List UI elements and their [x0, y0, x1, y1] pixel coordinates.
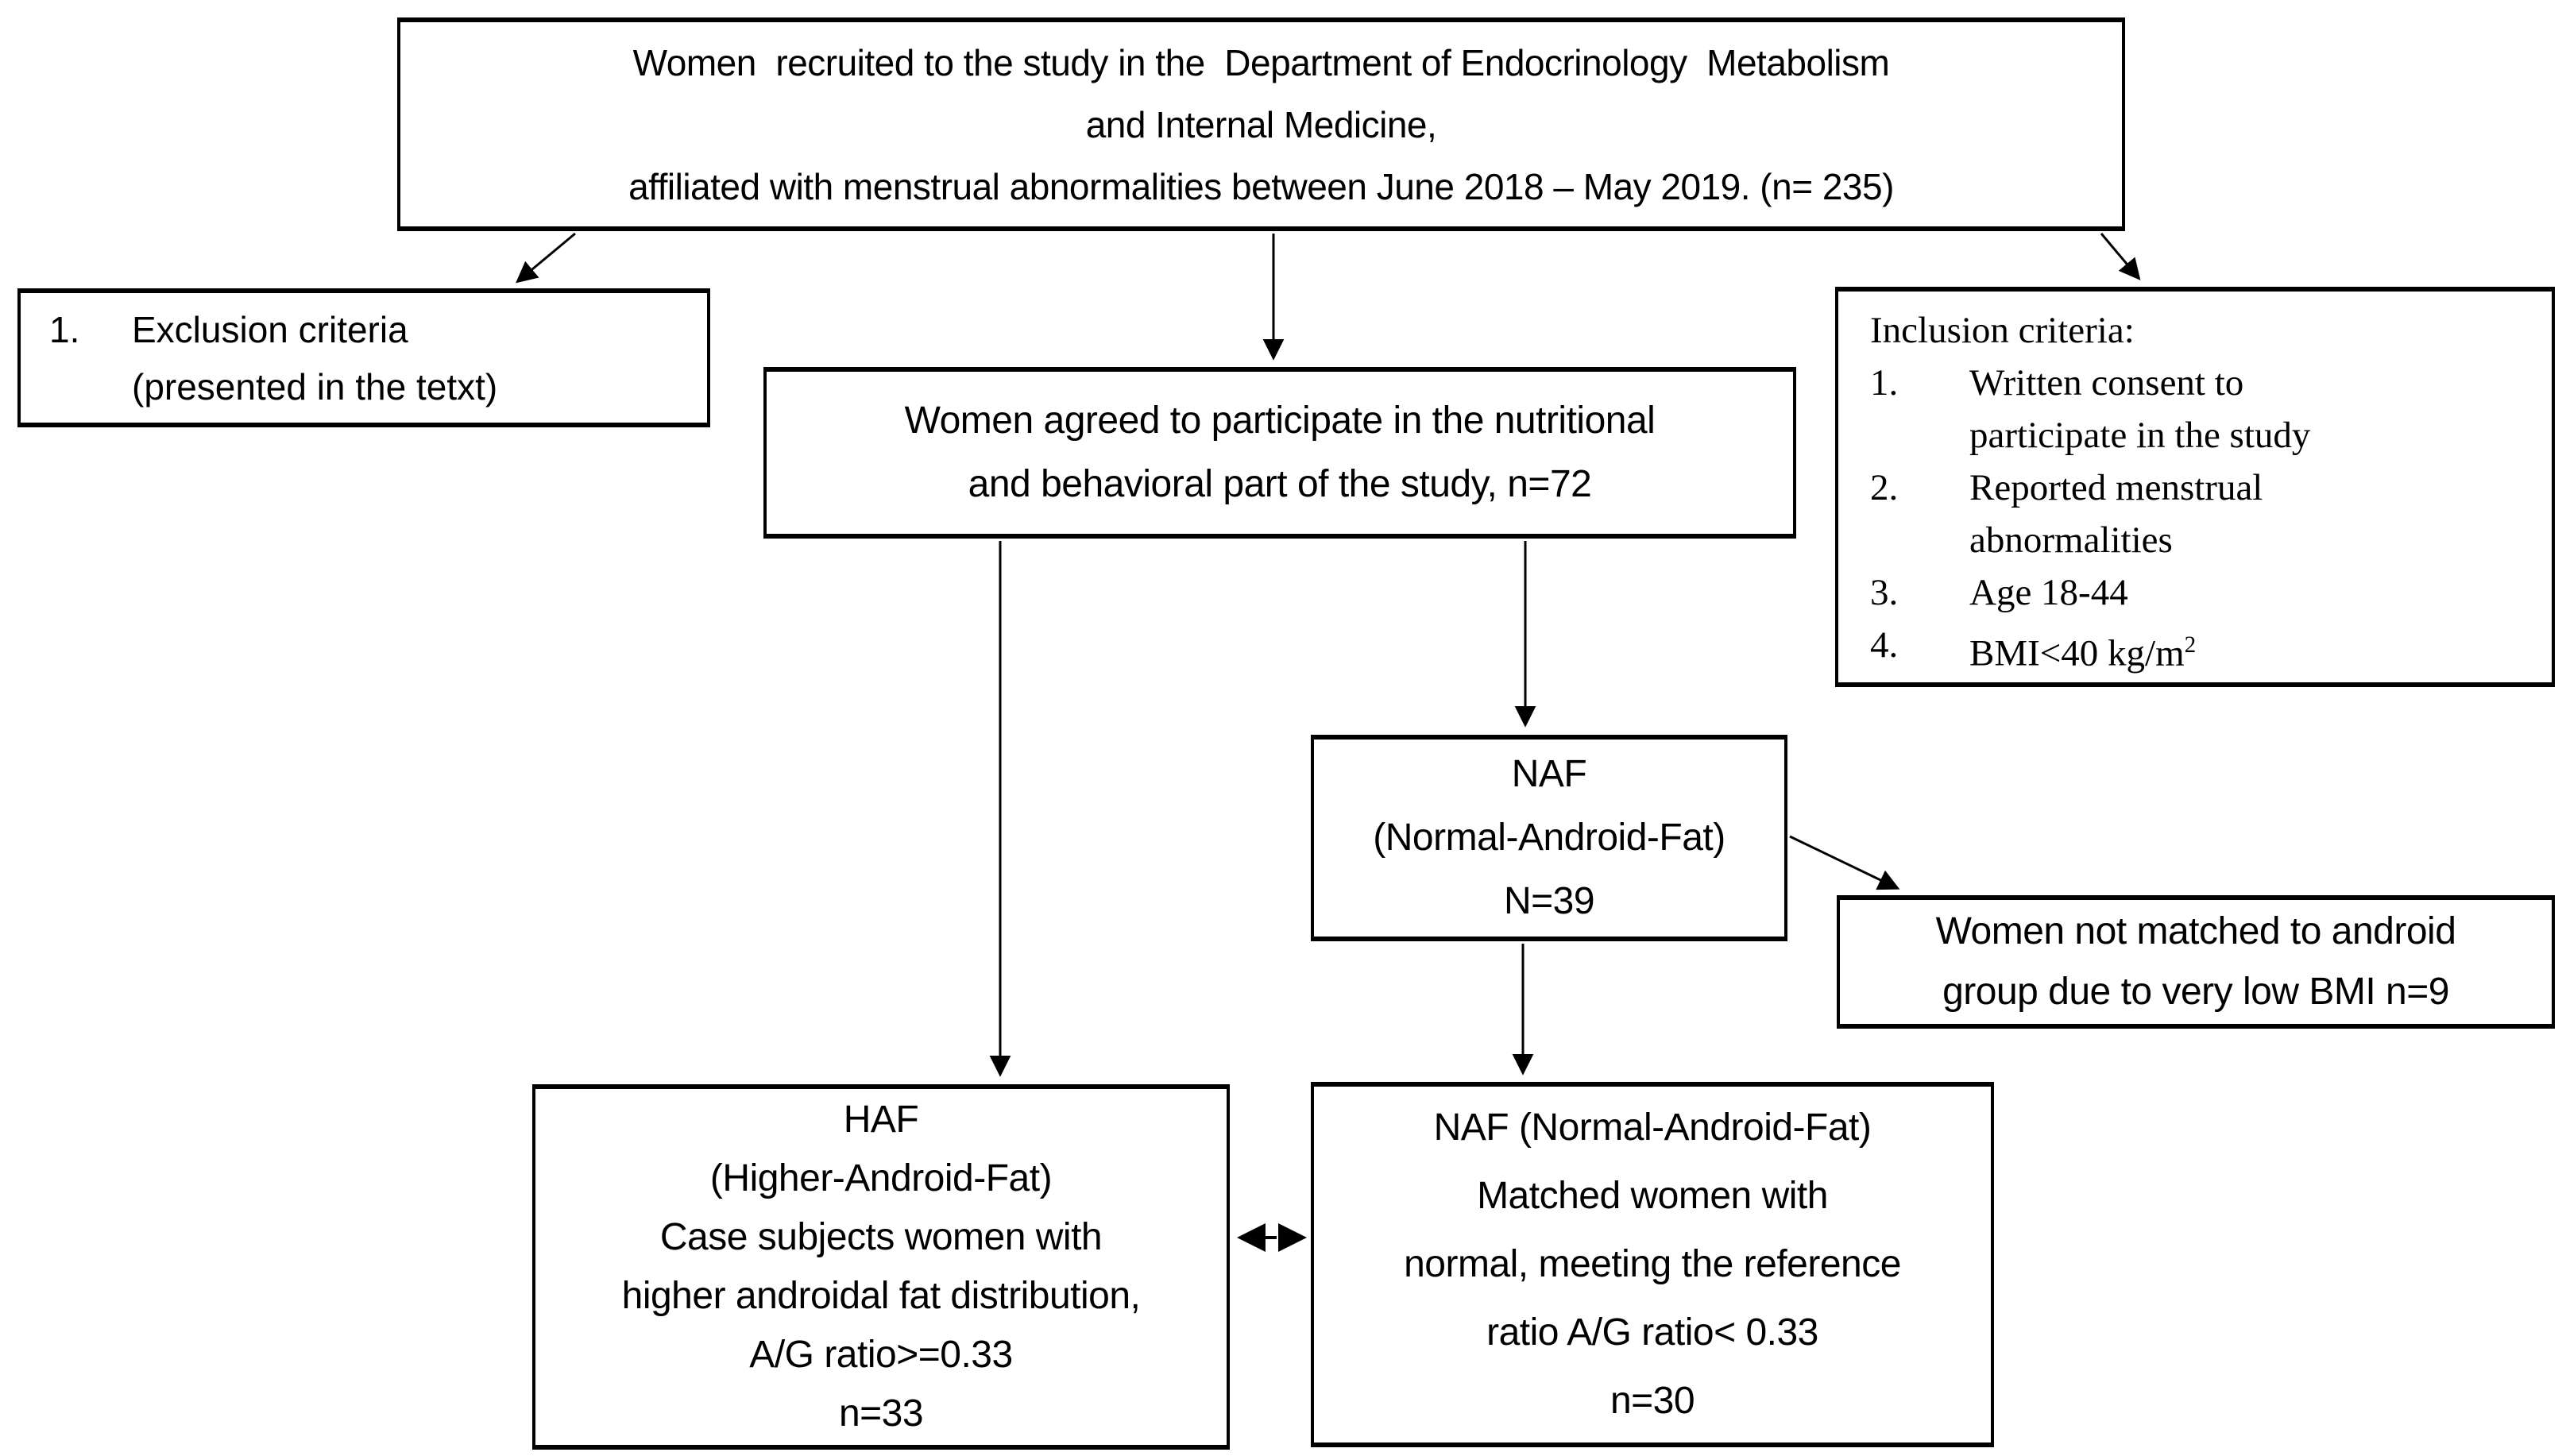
agreed-line-1: Women agreed to participate in the nutri… — [904, 400, 1656, 442]
recruited-line-2: and Internal Medicine, — [1085, 103, 1437, 145]
haf-line-6: n=33 — [838, 1392, 924, 1435]
agreed-line-2: and behavioral part of the study, n=72 — [968, 463, 1592, 505]
haf-line-3: Case subjects women with — [659, 1216, 1103, 1258]
exclusion-line-1: Exclusion criteria — [132, 308, 408, 350]
arrow-naf-to-not-matched — [1789, 835, 1900, 890]
box-inclusion-criteria: Inclusion criteria: 1. Written consent t… — [1835, 287, 2555, 687]
naf-matched-line-1: NAF (Normal-Android-Fat) — [1433, 1106, 1872, 1149]
inclusion-item-1: 1. Written consent to participate in the… — [1870, 362, 2311, 456]
haf-line-5: A/G ratio>=0.33 — [749, 1334, 1013, 1376]
box-recruited: Women recruited to the study in the Depa… — [397, 17, 2125, 231]
haf-line-2: (Higher-Android-Fat) — [709, 1157, 1053, 1199]
exclusion-line-2: (presented in the tetxt) — [132, 365, 498, 407]
box-naf: NAF (Normal-Android-Fat) N=39 — [1311, 735, 1787, 941]
inclusion-item-4: 4. BMI<40 kg/m2 — [1870, 624, 2197, 674]
recruited-line-3: affiliated with menstrual abnormalities … — [628, 165, 1894, 207]
arrow-recruited-to-inclusion — [2100, 233, 2141, 280]
inclusion-item-3: 3. Age 18-44 — [1870, 572, 2128, 613]
box-haf: HAF (Higher-Android-Fat) Case subjects w… — [532, 1084, 1230, 1450]
not-matched-line-1: Women not matched to android — [1935, 910, 2456, 952]
naf-line-1: NAF — [1511, 753, 1587, 795]
arrow-recruited-to-exclusion — [516, 232, 576, 284]
box-not-matched: Women not matched to android group due t… — [1837, 895, 2555, 1029]
haf-line-4: higher androidal fat distribution, — [621, 1275, 1141, 1317]
naf-matched-line-5: n=30 — [1610, 1380, 1695, 1422]
box-naf-matched: NAF (Normal-Android-Fat) Matched women w… — [1311, 1082, 1994, 1447]
recruited-line-1: Women recruited to the study in the Depa… — [632, 41, 1890, 83]
inclusion-item-2: 2. Reported menstrual abnormalities — [1870, 467, 2263, 561]
box-exclusion-criteria: 1. Exclusion criteria (presented in the … — [17, 288, 710, 427]
haf-line-1: HAF — [843, 1099, 919, 1141]
naf-matched-line-3: normal, meeting the reference — [1404, 1243, 1901, 1285]
box-agreed-participate: Women agreed to participate in the nutri… — [763, 367, 1796, 539]
naf-line-3: N=39 — [1503, 880, 1595, 922]
inclusion-title: Inclusion criteria: — [1870, 310, 2135, 351]
not-matched-line-2: group due to very low BMI n=9 — [1942, 971, 2449, 1013]
naf-matched-line-4: ratio A/G ratio< 0.33 — [1486, 1311, 1818, 1354]
exclusion-item-number: 1. — [49, 308, 80, 350]
naf-line-2: (Normal-Android-Fat) — [1373, 817, 1725, 859]
naf-matched-line-2: Matched women with — [1477, 1175, 1828, 1217]
bmi-superscript: 2 — [2184, 632, 2197, 658]
